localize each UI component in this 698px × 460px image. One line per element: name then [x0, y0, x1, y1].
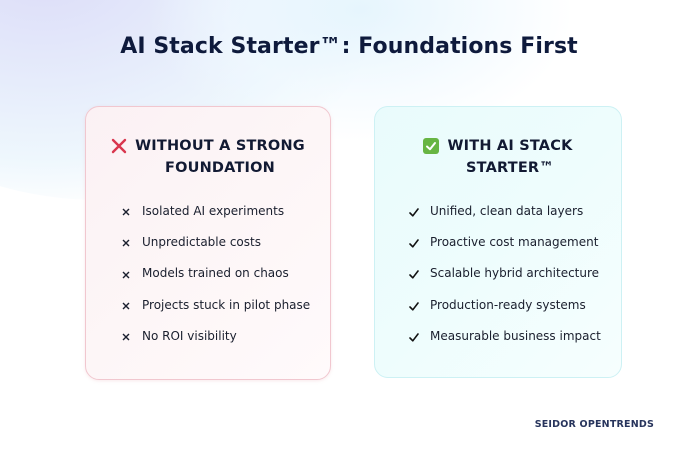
list-item: Proactive cost management	[408, 226, 601, 257]
list-item: Scalable hybrid architecture	[408, 258, 601, 289]
checkmark-icon	[408, 269, 420, 281]
list-item: Isolated AI experiments	[120, 195, 310, 226]
x-icon	[120, 269, 132, 281]
positive-list: Unified, clean data layers Proactive cos…	[408, 195, 601, 351]
cross-mark-icon	[111, 138, 127, 154]
check-box-icon	[423, 138, 440, 154]
list-item-label: Isolated AI experiments	[142, 203, 285, 218]
list-item-label: Unified, clean data layers	[430, 203, 584, 218]
list-item: Unpredictable costs	[120, 226, 310, 257]
list-item: Production-ready systems	[408, 289, 601, 320]
list-item-label: Measurable business impact	[430, 328, 601, 343]
x-icon	[120, 206, 132, 218]
negative-list: Isolated AI experiments Unpredictable co…	[120, 195, 310, 351]
list-item: Projects stuck in pilot phase	[120, 289, 310, 320]
list-item: Models trained on chaos	[120, 258, 310, 289]
list-item-label: Models trained on chaos	[142, 266, 289, 281]
card-heading: WITH AI STACK STARTER™	[375, 135, 621, 179]
checkmark-icon	[408, 206, 420, 218]
list-item: Unified, clean data layers	[408, 195, 601, 226]
list-item: No ROI visibility	[120, 320, 310, 351]
checkmark-icon	[408, 300, 420, 312]
card-heading-text: WITH AI STACK STARTER™	[447, 138, 573, 176]
list-item-label: Production-ready systems	[430, 297, 586, 312]
list-item-label: Projects stuck in pilot phase	[142, 297, 311, 312]
checkmark-icon	[408, 237, 420, 249]
card-heading: WITHOUT A STRONG FOUNDATION	[86, 135, 330, 179]
brand-logo-text: SEIDOR OPENTRENDS	[534, 419, 654, 430]
page-title: AI Stack Starter™: Foundations First	[120, 34, 578, 59]
x-icon	[120, 331, 132, 343]
card-heading-text: WITHOUT A STRONG FOUNDATION	[135, 138, 305, 176]
x-icon	[120, 237, 132, 249]
with-ai-stack-starter-card: WITH AI STACK STARTER™ Unified, clean da…	[374, 106, 622, 378]
list-item-label: Proactive cost management	[430, 234, 599, 249]
x-icon	[120, 300, 132, 312]
without-foundation-card: WITHOUT A STRONG FOUNDATION Isolated AI …	[85, 106, 331, 380]
list-item-label: No ROI visibility	[142, 328, 237, 343]
list-item: Measurable business impact	[408, 320, 601, 351]
list-item-label: Scalable hybrid architecture	[430, 266, 600, 281]
list-item-label: Unpredictable costs	[142, 234, 261, 249]
checkmark-icon	[408, 331, 420, 343]
